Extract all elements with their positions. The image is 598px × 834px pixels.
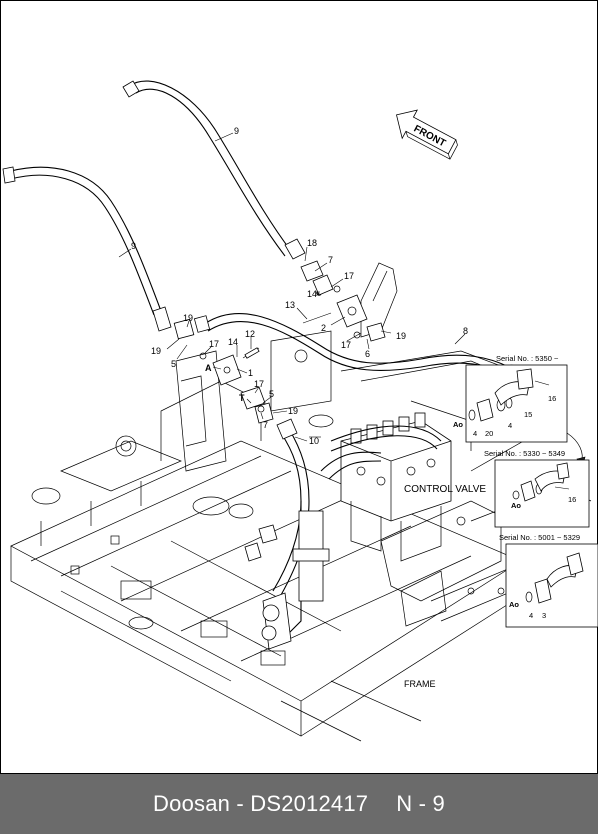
fittings-left (173, 315, 274, 424)
detail-1-part-4a: 4 (473, 429, 477, 438)
detail-box-serial-5001: Serial No. : 5001 ~ 5329 Ao 4 3 (499, 533, 598, 628)
callout-5-left: 5 (171, 359, 176, 369)
detail-1-port-ao: Ao (453, 420, 463, 429)
callout-19-left: 19 (151, 346, 161, 356)
detail-3-port-ao: Ao (509, 600, 519, 609)
frame-label: FRAME (404, 679, 436, 689)
footer-brand: Doosan - DS2012417 (153, 791, 369, 816)
control-valve-label: CONTROL VALVE (404, 484, 486, 495)
callout-numbers: 9 9 18 7 17 14 13 2 19 17 6 8 19 19 5 17… (131, 126, 468, 446)
leader-lines (118, 132, 466, 442)
callout-12: 12 (245, 329, 255, 339)
callout-9-lower: 9 (131, 241, 136, 251)
callout-19-lower: 19 (288, 406, 298, 416)
detail-box-serial-5330: Serial No. : 5330 ~ 5349 16 Ao (484, 432, 590, 528)
callout-14-upper: 14 (307, 289, 317, 299)
detail-2-serial: Serial No. : 5330 ~ 5349 (484, 449, 565, 458)
callout-17-mid: 17 (341, 340, 351, 350)
detail-box-serial-5350: Serial No. : 5350 ~ 16 15 4 20 4 Ao (453, 354, 568, 443)
footer-page: N - 9 (396, 791, 445, 816)
control-valve (340, 412, 452, 562)
callout-9-upper: 9 (234, 126, 239, 136)
detail-1-part-20: 20 (485, 429, 493, 438)
callout-8: 8 (463, 326, 468, 336)
hoses (2, 80, 530, 650)
callout-port-t: T (239, 393, 245, 403)
diagram-frame: FRONT 9 9 18 7 17 14 (0, 0, 598, 774)
callout-14-left: 14 (228, 337, 238, 347)
detail-3-serial: Serial No. : 5001 ~ 5329 (499, 533, 580, 542)
detail-2-port-ao: Ao (511, 501, 521, 510)
detail-2-part-16: 16 (568, 495, 576, 504)
callout-19-upper: 19 (396, 331, 406, 341)
front-arrow: FRONT (396, 109, 458, 160)
detail-1-serial: Serial No. : 5350 ~ (496, 354, 559, 363)
callout-17-upper: 17 (344, 271, 354, 281)
detail-3-part-4: 4 (529, 611, 533, 620)
callout-port-a: A (205, 363, 212, 373)
callout-7-upper: 7 (328, 255, 333, 265)
fittings-right (300, 260, 386, 342)
detail-1-part-16: 16 (548, 394, 556, 403)
detail-1-part-15: 15 (524, 410, 532, 419)
callout-10: 10 (309, 436, 319, 446)
callout-7-lower: 7 (263, 420, 268, 430)
callout-17-lower: 17 (254, 379, 264, 389)
callout-19-left-top: 19 (183, 313, 193, 323)
callout-17-left: 17 (209, 339, 219, 349)
detail-1-part-4b: 4 (508, 421, 512, 430)
detail-3-part-3: 3 (542, 611, 546, 620)
hydraulic-diagram: FRONT 9 9 18 7 17 14 (2, 80, 598, 742)
callout-18: 18 (307, 238, 317, 248)
callout-5-lower: 5 (269, 389, 274, 399)
callout-6: 6 (365, 349, 370, 359)
footer-bar: Doosan - DS2012417 N - 9 (0, 774, 598, 834)
callout-13: 13 (285, 300, 295, 310)
callout-1: 1 (248, 368, 253, 378)
callout-2: 2 (321, 323, 326, 333)
